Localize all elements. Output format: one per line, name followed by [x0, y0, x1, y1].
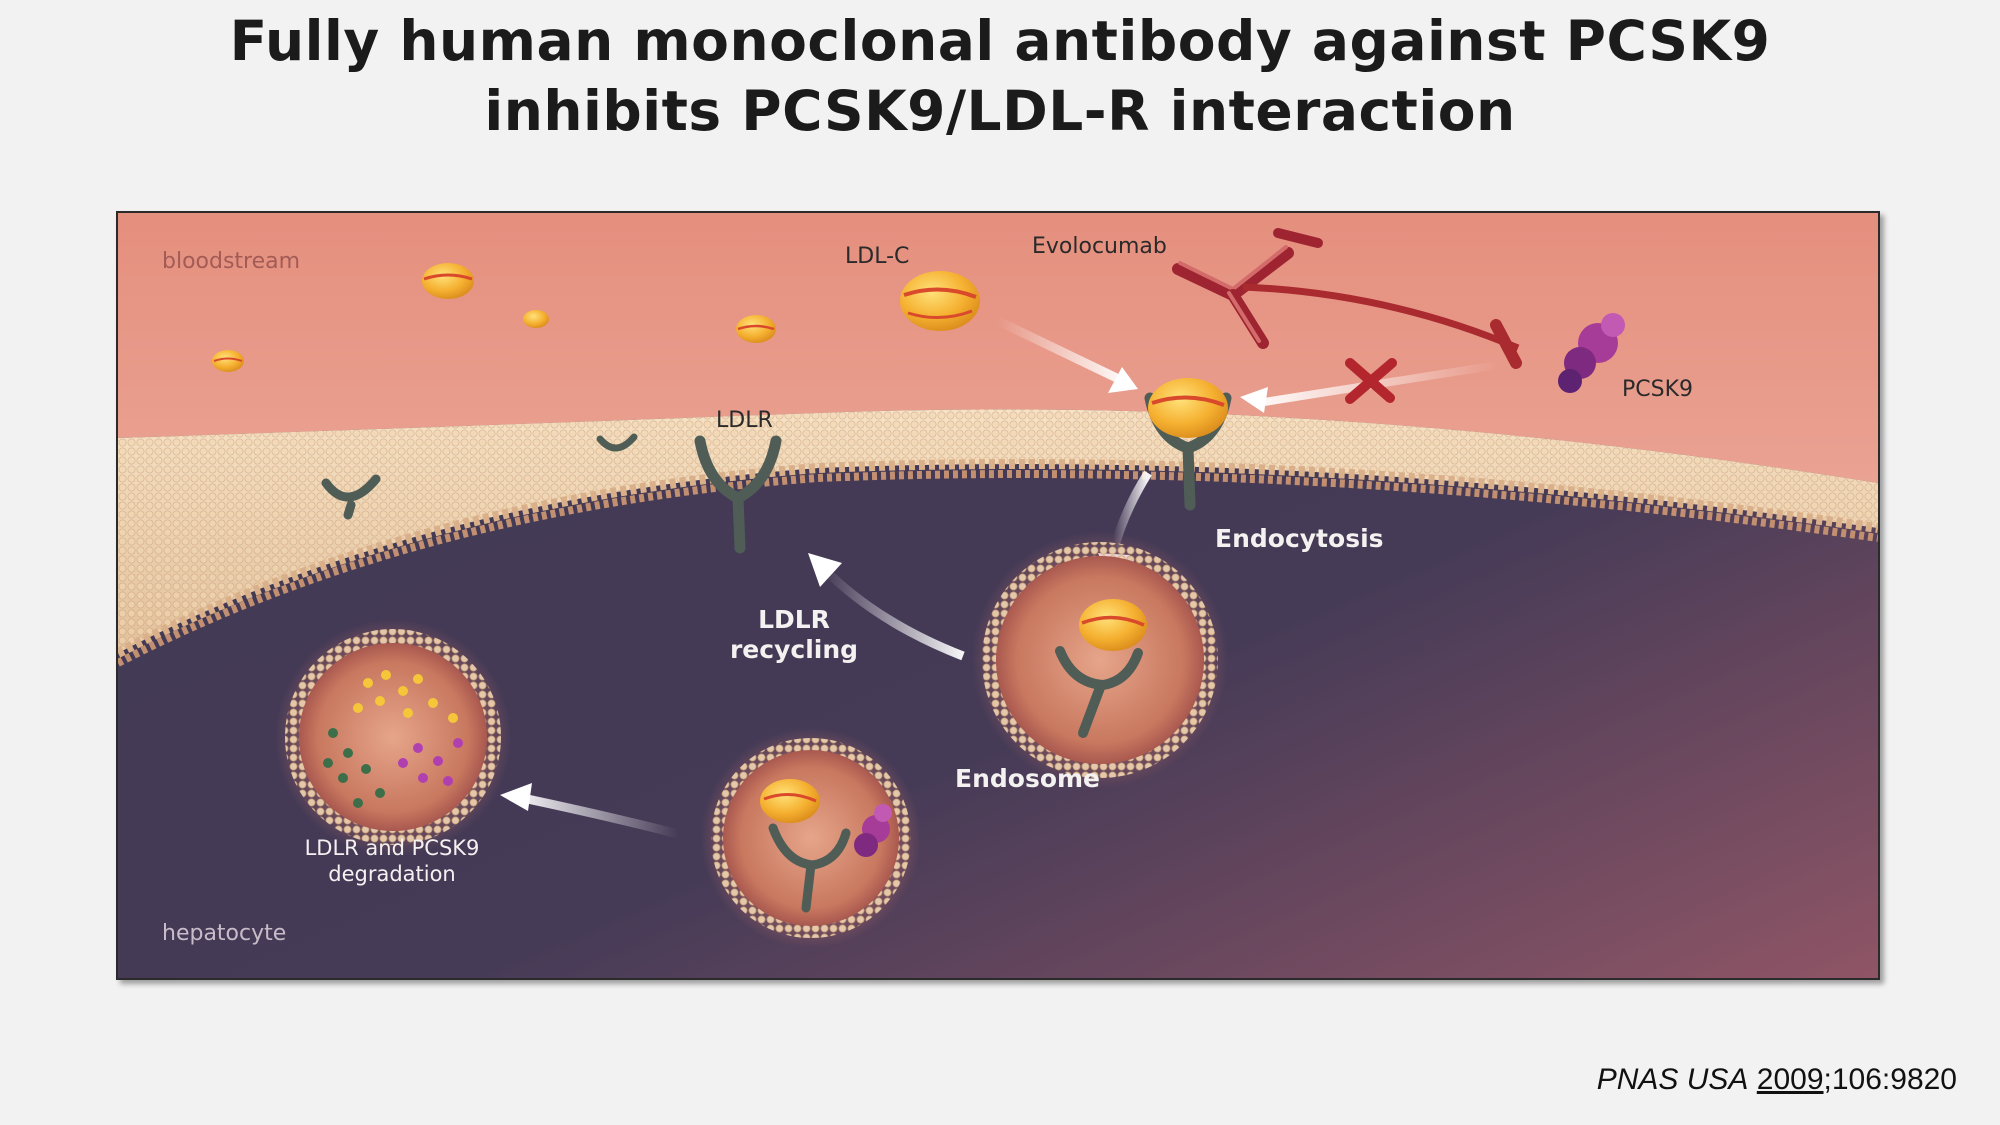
lysosome [275, 619, 511, 855]
ldlr-receptor-bound [1144, 378, 1232, 511]
degradation-arrow-head [500, 783, 532, 811]
ldl-c-particle [900, 271, 980, 331]
label-ldlr-recycling-line-2: recycling [730, 635, 858, 664]
inhibition-bar [1490, 319, 1522, 369]
label-evolocumab: Evolocumab [1032, 234, 1167, 259]
endosome-with-pcsk9 [701, 728, 921, 948]
label-bloodstream: bloodstream [162, 249, 300, 274]
citation-volume-page: ;106:9820 [1823, 1063, 1957, 1096]
label-pcsk9: PCSK9 [1622, 377, 1693, 402]
label-hepatocyte: hepatocyte [162, 921, 286, 946]
bloodstream-region [118, 213, 1878, 483]
binding-arrow [996, 316, 1125, 386]
citation: PNAS USA 2009;106:9820 [1597, 1063, 1957, 1097]
label-degradation-line-1: LDLR and PCSK9 [305, 836, 480, 860]
degradation-arrow [517, 792, 680, 839]
slide-title-line-2: inhibits PCSK9/LDL-R interaction [484, 79, 1516, 143]
ldlr-receptor [321, 474, 381, 520]
label-ldl-c: LDL-C [845, 244, 909, 269]
label-ldlr-recycling-line-1: LDLR [758, 605, 830, 634]
inhibition-line [1242, 283, 1520, 352]
ldl-particle [212, 350, 244, 372]
citation-journal: PNAS USA [1596, 1063, 1749, 1096]
slide-title-line-1: Fully human monoclonal antibody against … [229, 9, 1771, 73]
ldl-particle [736, 315, 776, 343]
label-degradation-line-2: degradation [328, 862, 456, 886]
pcsk9-mechanism-figure: bloodstream LDL-C Evolocumab PCSK9 LDLR … [116, 211, 1880, 980]
block-x-icon [1345, 358, 1397, 404]
ldl-particle [523, 310, 549, 328]
citation-year: 2009 [1756, 1063, 1824, 1096]
mechanism-illustration: bloodstream LDL-C Evolocumab PCSK9 LDLR … [118, 213, 1878, 978]
blocked-arrow-head [1240, 387, 1268, 413]
slide-title: Fully human monoclonal antibody against … [0, 6, 2000, 146]
label-ldlr: LDLR [716, 408, 773, 433]
label-endocytosis: Endocytosis [1215, 524, 1384, 553]
recycling-arrow [819, 564, 965, 661]
recycling-arrow-head [808, 553, 842, 587]
endosome [972, 532, 1228, 788]
binding-arrow-head [1108, 367, 1138, 393]
label-endosome: Endosome [955, 764, 1100, 793]
ldlr-receptor [596, 433, 638, 452]
pcsk9-protein-icon [1558, 313, 1625, 393]
ldl-particle [422, 263, 474, 299]
evolocumab-antibody-icon [1172, 228, 1323, 349]
ldlr-receptor [694, 435, 782, 554]
